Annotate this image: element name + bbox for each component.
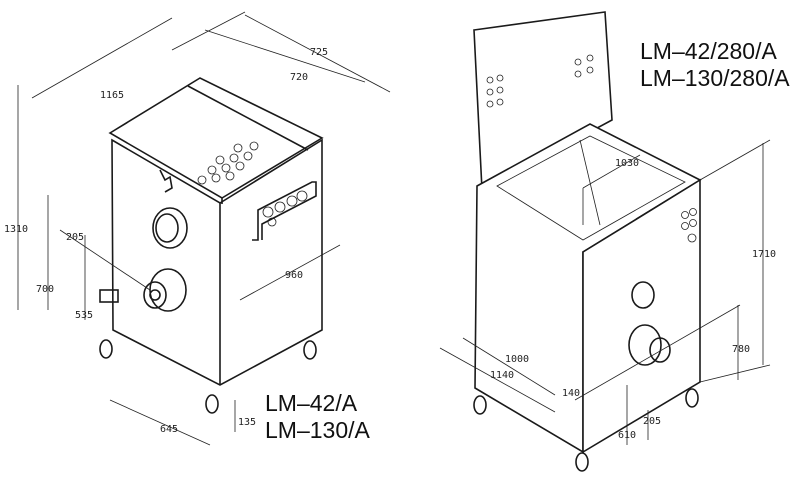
- dim-1165: 1165: [100, 90, 124, 101]
- wheel: [685, 388, 699, 408]
- dim-1140: 1140: [490, 370, 514, 381]
- wheel: [205, 394, 219, 414]
- wheel: [575, 452, 589, 472]
- dim-725: 725: [310, 47, 328, 58]
- dim-720: 720: [290, 72, 308, 83]
- dim-205-right: 205: [643, 416, 661, 427]
- dial: [152, 207, 188, 249]
- dim-700: 700: [36, 284, 54, 295]
- left-machine: 725 720 1165 1310 205 700 535 960 645 13…: [4, 11, 391, 446]
- wheel: [99, 289, 119, 359]
- wheel: [473, 395, 487, 415]
- model-label: LM–42/280/A: [640, 38, 777, 64]
- dim-1000: 1000: [505, 354, 529, 365]
- dim-205: 205: [66, 232, 84, 243]
- dim-1310: 1310: [4, 224, 28, 235]
- dim-1030: 1030: [615, 158, 639, 169]
- left-model-labels: LM–42/A LM–130/A: [265, 390, 370, 444]
- dim-645: 645: [160, 424, 178, 435]
- model-label: LM–130/A: [265, 417, 370, 443]
- right-machine: 1030 1710 780 1000 1140 140 205 610: [439, 11, 776, 472]
- model-label: LM–42/A: [265, 390, 358, 416]
- right-model-labels: LM–42/280/A LM–130/280/A: [640, 38, 790, 92]
- wheel: [303, 340, 317, 360]
- dim-135: 135: [238, 417, 256, 428]
- dim-960: 960: [285, 270, 303, 281]
- dim-780: 780: [732, 344, 750, 355]
- dim-610: 610: [618, 430, 636, 441]
- dim-140: 140: [562, 388, 580, 399]
- dim-1710: 1710: [752, 249, 776, 260]
- dim-535: 535: [75, 310, 93, 321]
- model-label: LM–130/280/A: [640, 65, 790, 91]
